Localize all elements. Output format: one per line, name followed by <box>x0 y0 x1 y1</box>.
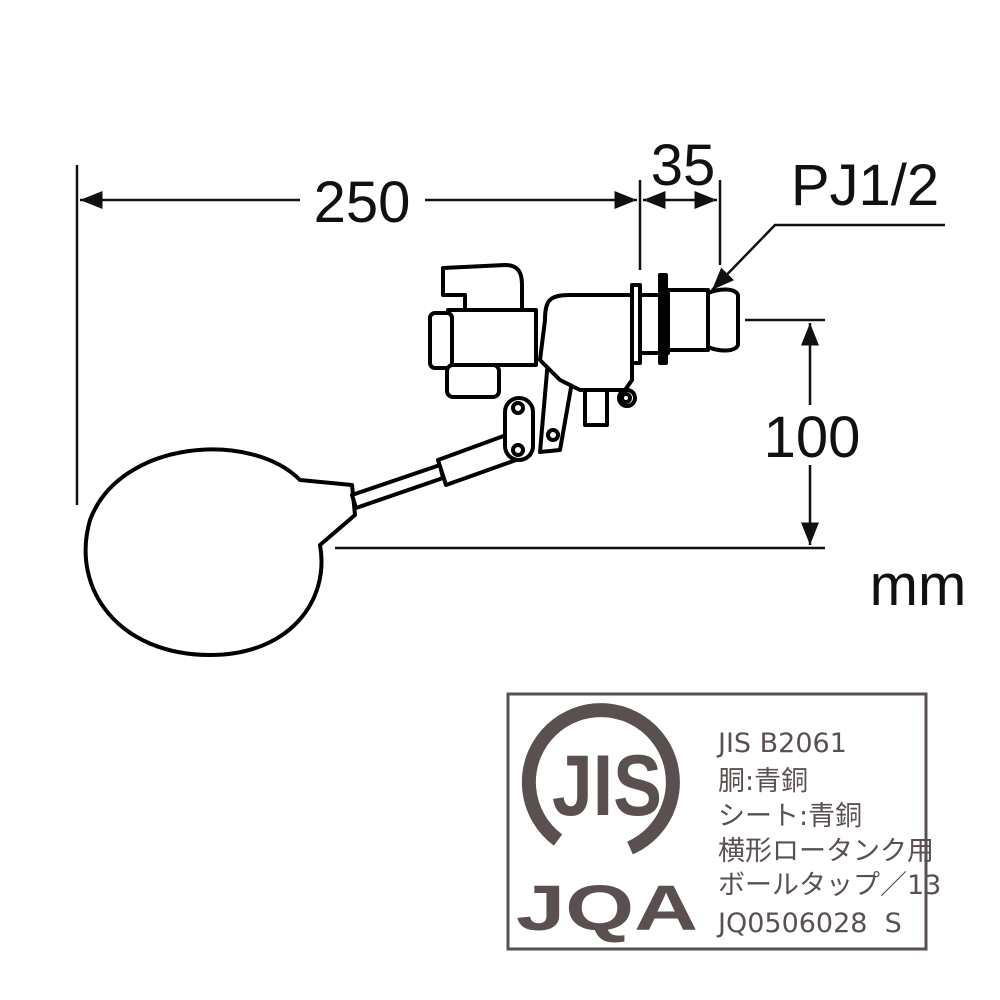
height-dimension-label: 100 <box>764 405 861 470</box>
standard-number: JIS B2061 <box>716 728 847 759</box>
dimension-lines <box>75 165 945 550</box>
thread-size-label: PJ1/2 <box>791 153 939 218</box>
ball-tap-drawing <box>83 263 740 657</box>
product-type-line1: 横形ロータンク用 <box>718 836 934 867</box>
jis-logo-text: JIS <box>552 738 662 834</box>
unit-label: mm <box>870 553 967 618</box>
jqa-logo-text: JQA <box>516 872 698 944</box>
jis-mark-logo: JIS JQA <box>516 703 698 944</box>
certification-border <box>506 692 928 951</box>
body-material: 胴:青銅 <box>718 766 808 797</box>
fitting-dimension-label: 35 <box>651 133 716 198</box>
seat-material: シート:青銅 <box>718 801 862 832</box>
float-ball <box>83 447 357 657</box>
length-dimension-label: 250 <box>314 170 411 235</box>
product-type-line2: ボールタップ／13 <box>718 870 941 901</box>
jis-certification-label: JIS JQA JIS B2061 胴:青銅 シート:青銅 横形ロータンク用 ボ… <box>506 692 941 951</box>
certification-number: JQ0506028 S <box>716 908 902 939</box>
